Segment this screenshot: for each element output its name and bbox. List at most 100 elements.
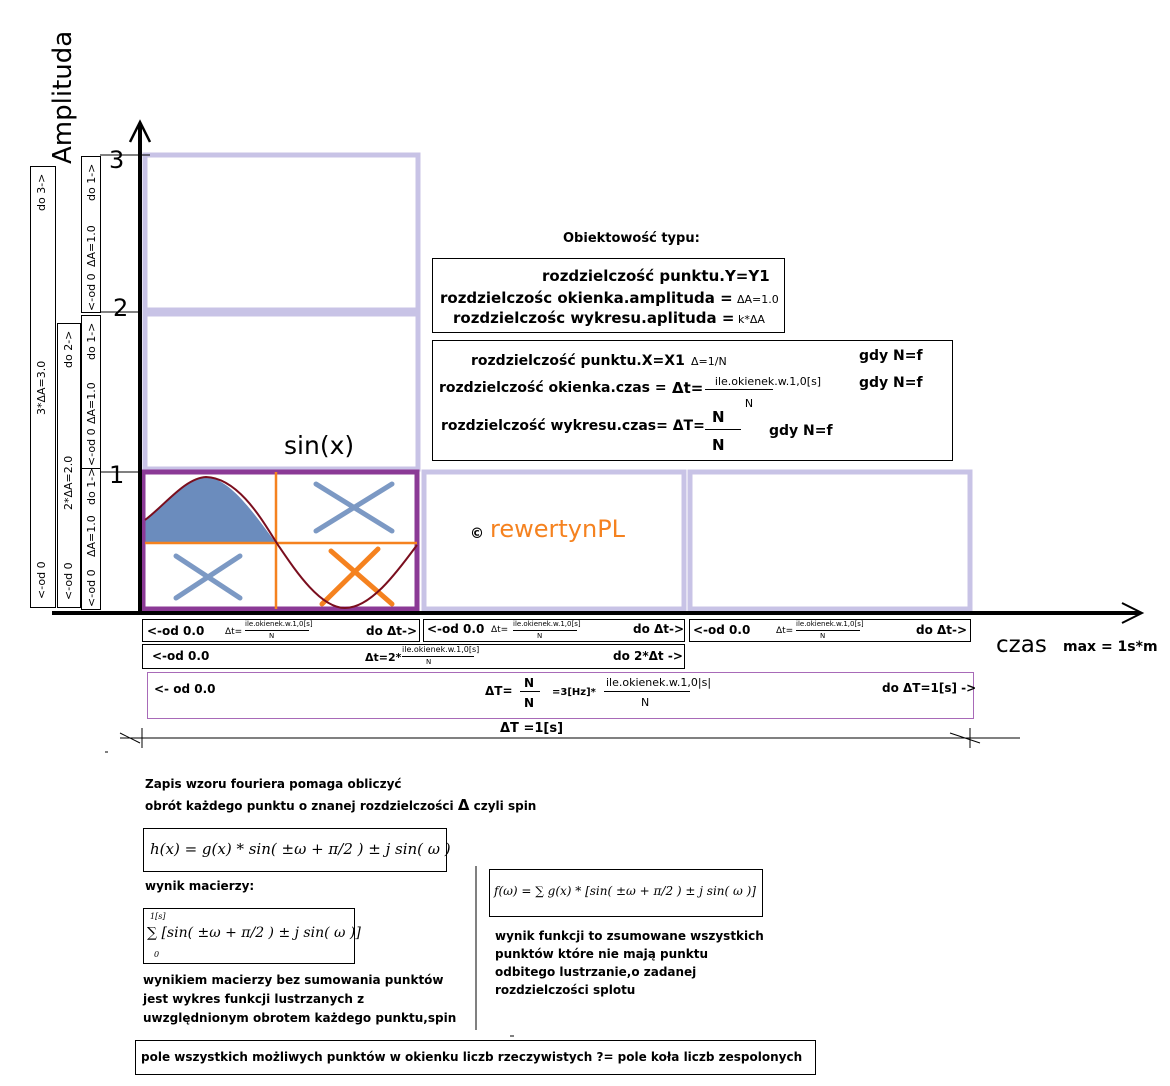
total-dimension-line [105, 728, 1020, 753]
ruler-amp-1b-bottom: <-od 0 [85, 428, 98, 466]
time-bar-3-num: ile.okienek.w.1,0[s] [796, 620, 864, 628]
ruler-amp-1b: do 1-> ΔA=1.0 <-od 0 [81, 315, 101, 469]
formula-sum-lower: 0 [154, 950, 160, 959]
time-bar-2-left: <-od 0.0 [427, 622, 485, 636]
time-bar-3-den: N [820, 632, 826, 640]
ruler-amp-1a: do 1-> ΔA=1.0 <-od 0 [81, 156, 101, 313]
x-resolution-chart-num: N [712, 408, 725, 426]
time-bar-2-den: N [537, 632, 543, 640]
copyright-symbol: © [470, 526, 484, 542]
time-bar-3-dt: Δt= [776, 626, 794, 636]
fourier-note-line2-end: czyli spin [473, 799, 537, 813]
ruler-amp-1b-mid: ΔA=1.0 [85, 382, 98, 424]
y-resolution-chart: rozdzielczośc wykresu.aplituda = [453, 309, 735, 327]
y-tick-2: 2 [113, 294, 129, 322]
time-bar-total-n-den: N [524, 696, 535, 710]
time-bar-total-left: <- od 0.0 [154, 682, 216, 696]
time-bar-1-left: <-od 0.0 [147, 624, 205, 638]
ruler-amp-1b-top: do 1-> [85, 322, 98, 360]
sine-curve [144, 475, 418, 610]
time-bar-3-left: <-od 0.0 [693, 623, 751, 637]
func-desc-line-1: wynik funkcji to zsumowane wszystkich [495, 929, 764, 943]
x-resolution-window: rozdzielczość okienka.czas = [439, 380, 667, 396]
time-bar-total-dt: ΔT= [485, 684, 513, 698]
time-bar-1-num: ile.okienek.w.1,0[s] [245, 620, 313, 628]
y-resolution-window: rozdzielczośc okienka.amplituda = [440, 289, 733, 307]
time-bar-1-dt: Δt= [225, 627, 243, 637]
ruler-amp-1c: do 1-> ΔA=1.0 <-od 0 [81, 468, 101, 610]
ruler-amp-1a-mid: ΔA=1.0 [85, 225, 98, 267]
time-bar-double-left: <-od 0.0 [152, 649, 210, 663]
watermark: rewertynPL [490, 515, 626, 543]
time-bar-double: <-od 0.0 Δt=2* ile.okienek.w.1,0[s] N do… [142, 644, 685, 669]
macierz-label: wynik macierzy: [145, 879, 255, 893]
y-resolution-window-value: ΔA=1.0 [737, 293, 779, 306]
ruler-amp-3-top: do 3-> [35, 173, 48, 211]
positive-lobe-fill [145, 477, 276, 543]
time-bar-1-fraction-line [245, 630, 309, 631]
x-resolution-window-dt: Δt= [672, 379, 704, 397]
axes [52, 119, 1145, 624]
time-bar-3-fraction-line [796, 630, 860, 631]
ruler-amp-1c-bottom: <-od 0 [85, 569, 98, 607]
formula-h-box: h(x) = g(x) * sin( ±ω + π/2 ) ± j sin( ω… [143, 828, 451, 872]
time-bar-total-mid: =3[Hz]* [552, 687, 596, 698]
time-bar-total-num: ile.okienek.w.1,0|s| [606, 676, 712, 689]
time-bar-2-fraction-line [513, 630, 577, 631]
ruler-amp-1c-mid: ΔA=1.0 [85, 515, 98, 557]
y-axis-title: Amplituda [48, 30, 78, 164]
fourier-note-line1: Zapis wzoru fouriera pomaga obliczyć [145, 777, 402, 791]
time-bar-3-right: do Δt-> [916, 623, 968, 637]
x-resolution-window-num: ile.okienek.w.1,0[s] [714, 375, 822, 388]
formula-f: f(ω) = ∑ g(x) * [sin( ±ω + π/2 ) ± j sin… [494, 884, 756, 898]
fourier-note-line2: obrót każdego punktu o znanej rozdzielcz… [145, 798, 536, 813]
function-description: wynik funkcji to zsumowane wszystkich pu… [495, 927, 764, 999]
formula-sum-upper: 1[s] [150, 912, 166, 921]
ruler-amp-2-mid: 2*ΔA=2.0 [62, 455, 75, 510]
time-bar-total-n-line [520, 691, 540, 692]
window-time-3 [687, 469, 973, 612]
time-bar-double-dt: Δt=2* [365, 651, 402, 664]
y-resolution-point: rozdzielczość punktu.Y=Y1 [542, 267, 770, 285]
sin-label: sin(x) [284, 431, 355, 460]
window-amp-3 [142, 152, 421, 313]
gdy-3: gdy N=f [769, 423, 833, 439]
x-resolution-point: rozdzielczość punktu.X=X1 [471, 353, 685, 369]
macierz-description: wynikiem macierzy bez sumowania punktów … [143, 971, 456, 1028]
formula-sum-box: 1[s] ∑ [sin( ±ω + π/2 ) ± j sin( ω )] 0 [143, 908, 361, 964]
func-desc-line-3: odbitego lustrzanie,o zadanej [495, 965, 697, 979]
macierz-desc-line-2: jest wykres funkcji lustrzanych z [143, 992, 365, 1006]
time-bar-total-right: do ΔT=1[s] -> [882, 681, 977, 695]
ruler-amp-3: do 3-> 3*ΔA=3.0 <-od 0 [30, 166, 56, 608]
ruler-amp-3-mid: 3*ΔA=3.0 [35, 360, 48, 415]
x-resolution-box: rozdzielczość punktu.X=X1 Δ=1/N gdy N=f … [432, 340, 953, 461]
window-grid [142, 152, 973, 612]
gdy-1: gdy N=f [859, 348, 923, 364]
y-tick-3: 3 [109, 146, 125, 174]
func-desc-line-2: punktów które nie mają punktu [495, 947, 708, 961]
window-active [140, 469, 420, 612]
x-axis-title: czas [996, 632, 1047, 658]
time-bar-double-fraction-line [402, 656, 474, 657]
x-resolution-point-value: Δ=1/N [691, 355, 727, 368]
fourier-note-delta: Δ [457, 796, 470, 814]
total-dt-label: ΔT =1[s] [500, 721, 564, 736]
formula-f-box: f(ω) = ∑ g(x) * [sin( ±ω + π/2 ) ± j sin… [489, 869, 763, 917]
ruler-amp-1c-top: do 1-> [85, 467, 98, 505]
ruler-amp-2-bottom: <-od 0 [62, 562, 75, 600]
time-bar-1-den: N [269, 632, 275, 640]
time-bar-window-3: <-od 0.0 Δt= ile.okienek.w.1,0[s] N do Δ… [689, 619, 971, 642]
cross-mark-orange [319, 546, 395, 607]
gdy-2: gdy N=f [859, 375, 923, 391]
time-bar-total-den: N [641, 696, 650, 709]
ruler-amp-1a-bottom: <-od 0 [85, 273, 98, 311]
x-resolution-chart-fraction-line [705, 429, 741, 430]
ruler-amp-1a-top: do 1-> [85, 163, 98, 201]
time-bar-double-right: do 2*Δt -> [613, 649, 683, 663]
time-bar-double-den: N [426, 658, 432, 666]
macierz-desc-line-3: uwzględnionym obrotem każdego punktu,spi… [143, 1011, 457, 1025]
formula-sum: ∑ [sin( ±ω + π/2 ) ± j sin( ω )] [147, 925, 361, 941]
time-bar-2-right: do Δt-> [633, 622, 685, 636]
x-resolution-chart-den: N [712, 436, 725, 454]
